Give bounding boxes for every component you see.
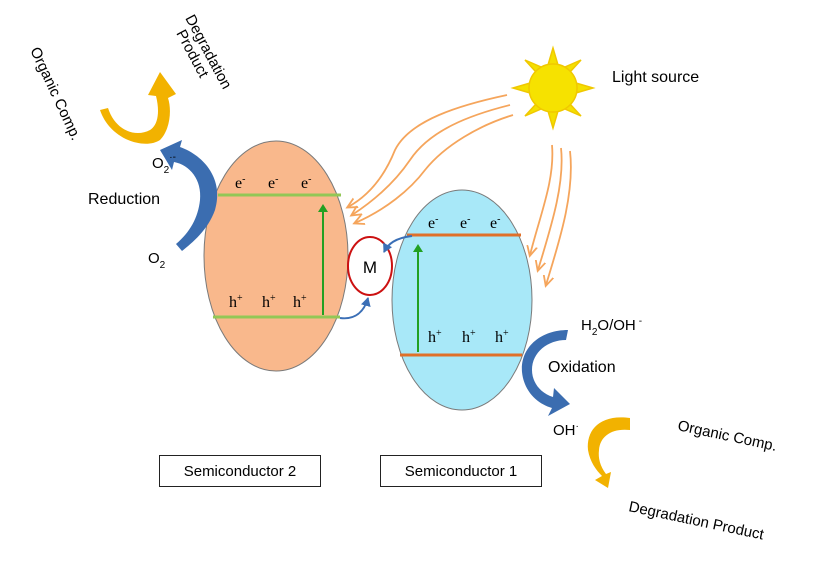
oxidation-label: Oxidation xyxy=(548,359,616,376)
svg-text:e-: e- xyxy=(235,174,245,192)
semiconductor-2-holes: h+ h+ h+ xyxy=(229,293,307,311)
semiconductor-1-electrons: e- e- e- xyxy=(428,214,500,232)
svg-text:h+: h+ xyxy=(495,328,509,346)
degradation-curved-arrow-right xyxy=(587,417,630,488)
oxygen-label: O2 xyxy=(148,250,166,271)
semiconductor-1-label: Semiconductor 1 xyxy=(404,462,518,480)
degradation-curved-arrow-left xyxy=(100,72,176,144)
light-rays-left xyxy=(348,94,514,223)
hydroxyl-radical-label: OH· xyxy=(553,421,579,439)
semiconductor-1-holes: h+ h+ h+ xyxy=(428,328,509,346)
svg-text:h+: h+ xyxy=(262,293,276,311)
semiconductor-2-electrons: e- e- e- xyxy=(235,174,311,192)
semiconductor-2-label-box: Semiconductor 2 xyxy=(159,455,321,487)
svg-text:h+: h+ xyxy=(428,328,442,346)
semiconductor-2-label: Semiconductor 2 xyxy=(183,462,297,480)
reduction-label: Reduction xyxy=(88,191,160,208)
electron-transfer-arrow-in xyxy=(383,235,413,253)
svg-text:h+: h+ xyxy=(229,293,243,311)
superoxide-radical-label: O2·- xyxy=(152,152,176,176)
svg-text:h+: h+ xyxy=(293,293,307,311)
reduction-curved-arrow xyxy=(160,140,218,251)
svg-text:e-: e- xyxy=(301,174,311,192)
svg-text:e-: e- xyxy=(490,214,500,232)
light-source-label: Light source xyxy=(612,69,699,86)
electron-transfer-arrow-out xyxy=(339,297,371,320)
sun-icon xyxy=(510,45,596,131)
metal-mediator-ring xyxy=(347,236,393,296)
light-rays-right xyxy=(530,144,572,285)
svg-text:e-: e- xyxy=(268,174,278,192)
organic-compound-left-label: Organic Comp. xyxy=(26,45,84,144)
organic-compound-right-label: Organic Comp. xyxy=(676,417,778,455)
oxidation-curved-arrow xyxy=(521,330,570,416)
svg-text:e-: e- xyxy=(460,214,470,232)
semiconductor-1-label-box: Semiconductor 1 xyxy=(380,455,542,487)
semiconductor-2-particle xyxy=(203,140,349,372)
degradation-product-right-label: Degradation Product xyxy=(627,498,766,543)
svg-text:h+: h+ xyxy=(462,328,476,346)
svg-text:e-: e- xyxy=(428,214,438,232)
degradation-product-left-label: Degradation Product xyxy=(172,12,234,92)
metal-mediator-label: M xyxy=(363,258,377,277)
water-hydroxide-label: H2O/OH- xyxy=(581,316,642,338)
